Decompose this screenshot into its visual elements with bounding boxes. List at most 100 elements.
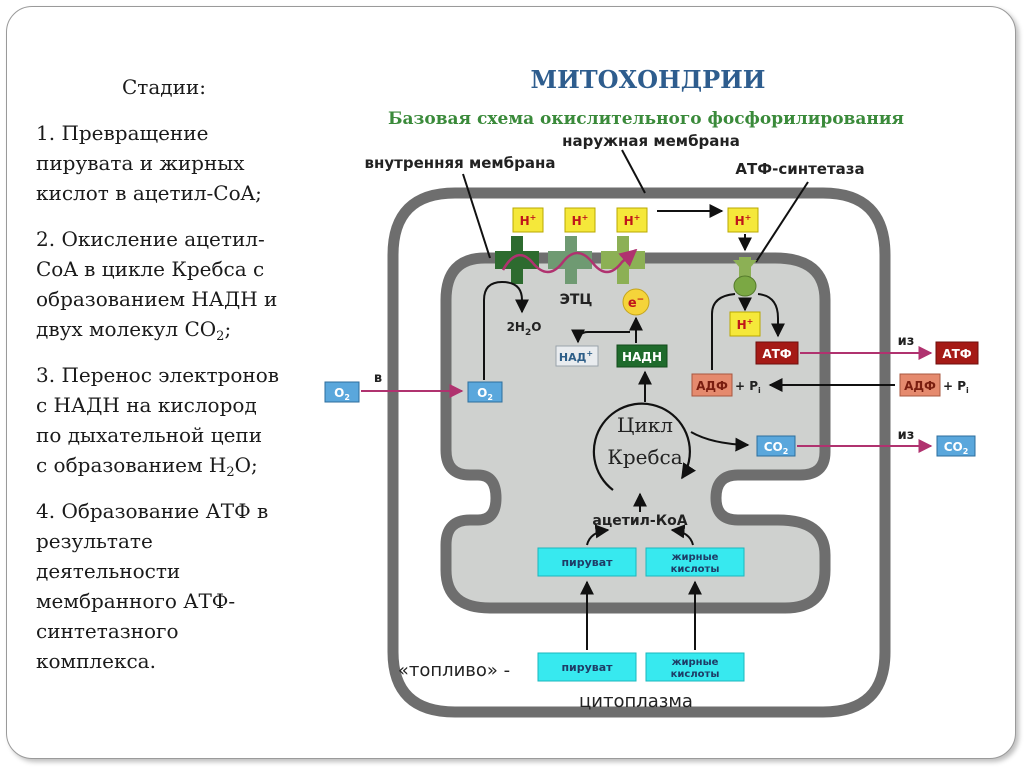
label-acetyl-coa: ацетил-КоА: [592, 513, 687, 529]
fatty-to-acetyl-arrow: [670, 524, 694, 546]
stage-3: 3. Перенос электронов с НАДН на кислород…: [36, 360, 336, 480]
label-etc: ЭТЦ: [560, 292, 593, 308]
krebs-cycle: Цикл Кребса: [592, 402, 697, 491]
krebs-text-1: Цикл: [617, 413, 673, 437]
fatty-text-1: жирные: [672, 552, 719, 563]
label-outer-membrane: наружная мембрана: [562, 132, 740, 150]
label-out-co2: из: [898, 428, 915, 443]
proton-text: H: [624, 214, 634, 228]
co2-outside: CO2: [936, 435, 976, 457]
stage-2-line: 2. Окисление ацетил-: [36, 227, 265, 251]
svg-text:H+: H+: [735, 213, 752, 228]
pointer-inner-membrane: [462, 173, 491, 259]
electron-text: e: [628, 296, 637, 311]
co2-subscript: 2: [216, 329, 225, 344]
co2-sub: 2: [963, 447, 969, 456]
co2-text: CO: [764, 440, 783, 454]
svg-text:H+: H+: [624, 213, 641, 228]
pi-text: + P: [735, 379, 758, 393]
fatty-text-2: кислоты: [671, 669, 720, 680]
label-out-atp: из: [898, 334, 915, 349]
atp-outside: АТФ: [935, 341, 979, 365]
o2-text: O: [334, 386, 344, 400]
pyruvate-outside: пируват: [537, 652, 637, 682]
pointer-outer-membrane: [621, 149, 646, 194]
stage-3-tail: O;: [234, 453, 258, 477]
atp-synthase: [733, 257, 757, 297]
fatty-acids-outside: жирные кислоты: [645, 652, 745, 682]
svg-text:H+: H+: [572, 213, 589, 228]
proton-4: H+: [727, 207, 759, 233]
inner-membrane-matrix: [440, 252, 831, 614]
pyruvate-inside: пируват: [537, 547, 637, 577]
stage-2-text: двух молекул CO: [36, 317, 217, 341]
proton-1: H+: [512, 207, 544, 233]
adp-to-synthase-line: [711, 293, 736, 370]
proton-sup: +: [582, 213, 589, 222]
proton-sup: +: [634, 213, 641, 222]
svg-text:H+: H+: [737, 317, 754, 332]
o2-text: O: [477, 386, 487, 400]
nadh-box: НАДН: [616, 344, 668, 368]
stage-4-line: синтетазного: [36, 619, 179, 643]
svg-text:e−: e−: [628, 295, 644, 311]
h2o-subscript: 2: [226, 465, 235, 480]
proton-3: H+: [616, 207, 648, 233]
fatty-acids-inside: жирные кислоты: [645, 547, 745, 577]
proton-text: H: [520, 214, 530, 228]
svg-text:H+: H+: [520, 213, 537, 228]
nad-box: НАД+: [555, 345, 599, 367]
stage-2-line: CoA в цикле Кребса с: [36, 257, 265, 281]
label-fuel: «топливо» -: [398, 660, 510, 681]
o2-inside: O2: [467, 381, 503, 403]
svg-text:O2: O2: [477, 386, 493, 402]
adp-inside: АДФ: [691, 373, 733, 397]
stage-2: 2. Окисление ацетил- CoA в цикле Кребса …: [36, 224, 336, 344]
co2-text: CO: [944, 440, 963, 454]
pi-sub: i: [966, 386, 969, 395]
pi-outside: + Pi: [943, 379, 969, 395]
stage-3-line: с НАДН на кислород: [36, 393, 257, 417]
water-tail: O: [531, 320, 541, 334]
stage-2-line: образованием НАДН и: [36, 287, 278, 311]
krebs-to-co2-arrow: [690, 431, 750, 452]
label-inner-membrane: внутренняя мембрана: [365, 154, 556, 172]
oxygen-to-water-arrow: [483, 280, 529, 380]
stage-2-line: двух молекул CO2;: [36, 314, 336, 344]
krebs-text-2: Кребса: [607, 445, 682, 469]
pyruvate-to-acetyl-arrow: [586, 524, 610, 546]
pi-inside: + Pi: [735, 379, 761, 395]
co2-inside: CO2: [756, 435, 796, 457]
co2-sub: 2: [783, 447, 789, 456]
svg-text:O2: O2: [334, 386, 350, 402]
pi-sub: i: [758, 386, 761, 395]
label-cytoplasm: цитоплазма: [579, 691, 693, 712]
nadh-to-nad-arrow: [571, 329, 630, 344]
stage-4-line: комплекса.: [36, 649, 156, 673]
stage-4-line: деятельности: [36, 559, 181, 583]
electron-sup: −: [637, 295, 645, 305]
nad-sup: +: [586, 349, 593, 358]
stages-heading: Стадии:: [122, 75, 207, 99]
stage-4-line: мембранного АТФ-: [36, 589, 236, 613]
adp-text: АДФ: [696, 379, 728, 393]
stage-3-line: 3. Перенос электронов: [36, 363, 280, 387]
stage-3-line: с образованием H2O;: [36, 450, 336, 480]
stage-1-line: кислот в ацетил-CoA;: [36, 181, 262, 205]
stage-3-line: по дыхательной цепи: [36, 423, 263, 447]
stage-4-line: 4. Образование АТФ в: [36, 499, 269, 523]
stages-panel: Стадии: 1. Превращение пирувата и жирных…: [36, 72, 336, 692]
pyruvate-text: пируват: [561, 661, 613, 674]
o2-outside: O2: [324, 381, 360, 403]
stage-3-text: с образованием H: [36, 453, 227, 477]
label-into: в: [374, 371, 382, 386]
o2-sub: 2: [487, 393, 493, 402]
atp-text: АТФ: [942, 347, 971, 361]
proton-2: H+: [564, 207, 596, 233]
diagram-subtitle: Базовая схема окислительного фосфорилиро…: [388, 109, 904, 129]
proton-sup: +: [745, 213, 752, 222]
nadh-text: НАДН: [622, 350, 662, 364]
water-text: 2H: [507, 320, 525, 334]
